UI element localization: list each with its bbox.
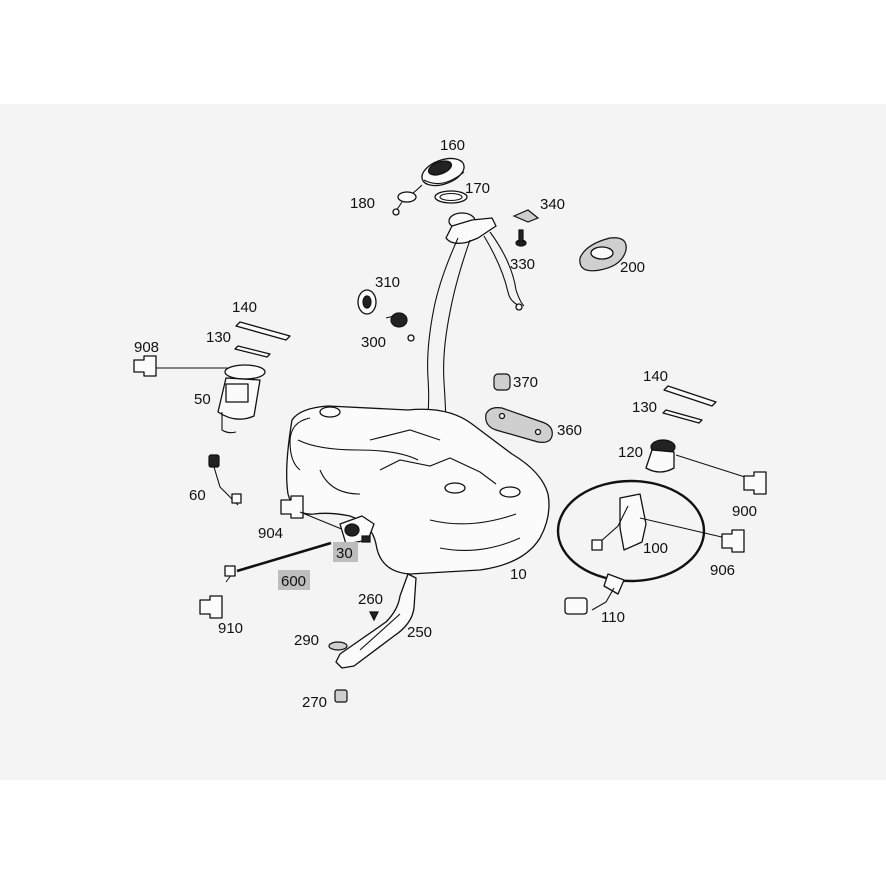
highlight-ellipse	[556, 479, 706, 583]
clip-part[interactable]	[369, 611, 379, 622]
cover-plate-part[interactable]	[579, 237, 627, 272]
label-140-right: 140	[643, 368, 668, 385]
filler-neck-part[interactable]	[425, 212, 525, 435]
o-ring-left-part[interactable]	[234, 345, 271, 358]
label-140-left: 140	[232, 299, 257, 316]
mount-disc-part[interactable]	[357, 289, 377, 315]
level-sender-part[interactable]	[208, 454, 242, 506]
label-260: 260	[358, 591, 383, 608]
label-910: 910	[218, 620, 243, 637]
label-904: 904	[258, 525, 283, 542]
part-labels: 160 170 180 340 330 200 310 300 140 130 …	[134, 137, 757, 711]
sender-unit-110-part[interactable]	[564, 573, 625, 615]
washer-part[interactable]	[328, 641, 348, 651]
label-120: 120	[618, 444, 643, 461]
label-50: 50	[194, 391, 211, 408]
connector-904-part[interactable]	[280, 495, 345, 531]
label-370: 370	[513, 374, 538, 391]
label-340: 340	[540, 196, 565, 213]
label-180: 180	[350, 195, 375, 212]
pad-part[interactable]	[485, 407, 553, 443]
pump-module-left-part[interactable]	[217, 364, 266, 434]
cap-strap-part[interactable]	[392, 184, 423, 216]
filler-seal-part[interactable]	[434, 190, 468, 204]
connector-900-part[interactable]	[743, 471, 767, 495]
sealing-ring-right-part[interactable]	[663, 385, 717, 407]
connector-908-part[interactable]	[133, 355, 232, 377]
pump-module-right-part[interactable]	[591, 493, 727, 551]
nut-part[interactable]	[334, 689, 348, 703]
bolt-part[interactable]	[515, 229, 527, 247]
o-ring-right-part[interactable]	[662, 409, 703, 424]
label-170: 170	[465, 180, 490, 197]
damper-part[interactable]	[493, 373, 511, 391]
label-130-left: 130	[206, 329, 231, 346]
label-600: 600	[281, 573, 306, 590]
label-110: 110	[601, 609, 625, 626]
sealing-ring-left-part[interactable]	[235, 321, 291, 341]
tank-strap-part[interactable]	[335, 573, 417, 669]
label-330: 330	[510, 256, 535, 273]
label-290: 290	[294, 632, 319, 649]
label-30-highlight	[333, 542, 358, 562]
label-200: 200	[620, 259, 645, 276]
connector-910-part[interactable]	[199, 565, 236, 619]
label-160: 160	[440, 137, 465, 154]
label-60: 60	[189, 487, 206, 504]
filler-cap-part[interactable]	[418, 153, 468, 191]
label-300: 300	[361, 334, 386, 351]
valve-30-part[interactable]	[339, 515, 375, 545]
label-10: 10	[510, 566, 527, 583]
label-270: 270	[302, 694, 327, 711]
mount-screw-part[interactable]	[385, 312, 415, 342]
label-250: 250	[407, 624, 432, 641]
label-900: 900	[732, 503, 757, 520]
connector-906-part[interactable]	[721, 529, 745, 553]
label-30: 30	[336, 545, 353, 562]
label-130-right: 130	[632, 399, 657, 416]
pump-housing-part[interactable]	[645, 439, 749, 479]
label-310: 310	[375, 274, 400, 291]
label-906: 906	[710, 562, 735, 579]
label-360: 360	[557, 422, 582, 439]
label-600-highlight	[278, 570, 310, 590]
bracket-part[interactable]	[512, 209, 540, 223]
label-908: 908	[134, 339, 159, 356]
label-100: 100	[643, 540, 668, 557]
